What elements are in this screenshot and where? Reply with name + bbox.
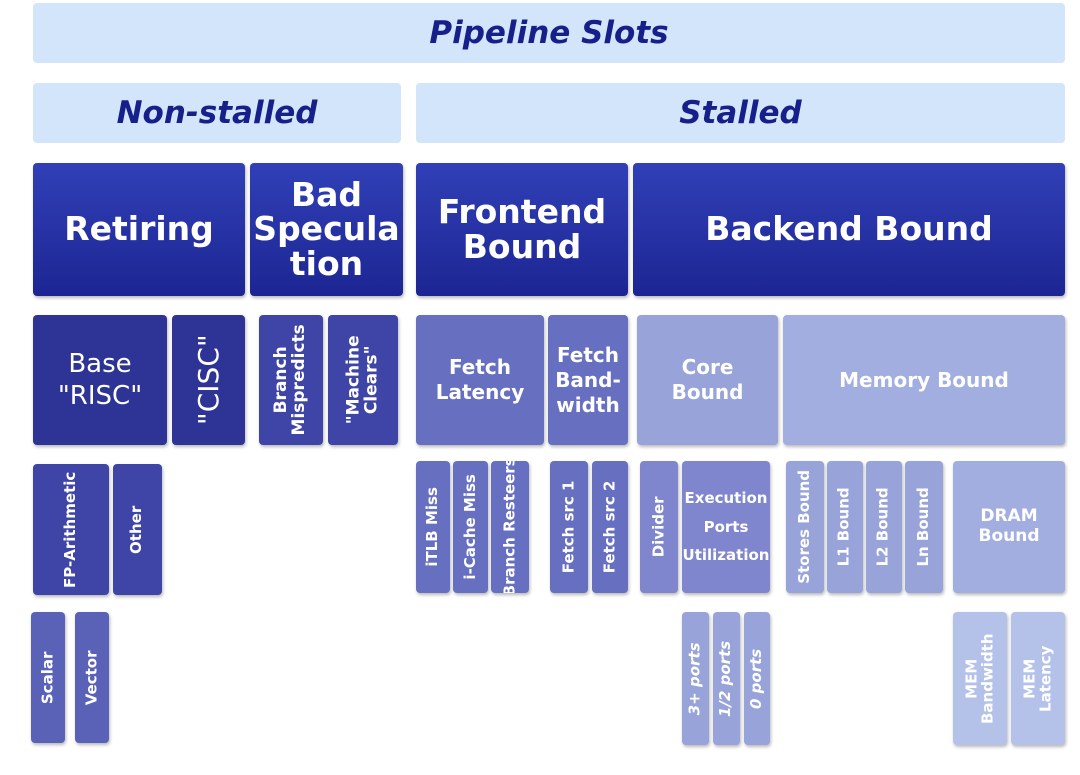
fetch-bandwidth-label: Fetch Band- width [555, 342, 621, 417]
fetch-latency-label: Fetch Latency [435, 355, 525, 404]
scalar-node: Scalar [31, 612, 65, 743]
core-bound-node: Core Bound [637, 315, 778, 445]
frontend-bound-label: Frontend Bound [437, 191, 607, 266]
other-node: Other [113, 464, 162, 595]
l1-bound-node: L1 Bound [827, 461, 863, 593]
fp-arithmetic-node: FP-Arithmetic [33, 464, 109, 595]
machine-clears-label: "Machine Clears" [343, 335, 382, 425]
fp-arithmetic-label: FP-Arithmetic [61, 471, 80, 588]
backend-bound-node: Backend Bound [633, 163, 1065, 296]
ln-bound-node: Ln Bound [905, 461, 943, 593]
mem-bandwidth-node: MEM Bandwidth [953, 612, 1007, 745]
stores-bound-label: Stores Bound [795, 470, 814, 584]
backend-bound-label: Backend Bound [705, 209, 993, 249]
fetch-src-1-label: Fetch src 1 [559, 480, 578, 574]
non-stalled-header: Non-stalled [33, 83, 401, 143]
stalled-header: Stalled [416, 83, 1065, 143]
ports-1-2-node: 1/2 ports [713, 612, 740, 745]
memory-bound-label: Memory Bound [839, 367, 1009, 392]
retiring-label: Retiring [64, 209, 214, 249]
scalar-label: Scalar [38, 651, 57, 704]
ports-3plus-label: 3+ ports [685, 642, 704, 715]
execution-ports-utilization-label: Execution Ports Utilization [682, 489, 770, 565]
branch-resteers-label: Branch Resteers [500, 461, 519, 593]
memory-bound-node: Memory Bound [783, 315, 1065, 445]
mem-latency-node: MEM Latency [1011, 612, 1065, 745]
itlb-miss-node: iTLB Miss [416, 461, 450, 593]
ports-0-node: 0 ports [744, 612, 770, 745]
icache-miss-label: i-Cache Miss [460, 474, 479, 580]
ln-bound-label: Ln Bound [914, 487, 933, 567]
branch-mispredicts-label: Branch Mispredicts [271, 324, 310, 436]
bad-speculation-node: Bad Specula tion [250, 163, 403, 296]
ports-1-2-label: 1/2 ports [716, 640, 735, 717]
vector-node: Vector [75, 612, 109, 743]
other-label: Other [127, 505, 146, 554]
branch-resteers-node: Branch Resteers [491, 461, 529, 593]
divider-label: Divider [649, 496, 668, 558]
pipeline-slots-label: Pipeline Slots [429, 15, 669, 51]
machine-clears-node: "Machine Clears" [328, 315, 398, 445]
ports-3plus-node: 3+ ports [682, 612, 709, 745]
stores-bound-node: Stores Bound [786, 461, 824, 593]
fetch-bandwidth-node: Fetch Band- width [548, 315, 628, 445]
l2-bound-node: L2 Bound [866, 461, 902, 593]
execution-ports-utilization-node: Execution Ports Utilization [682, 461, 770, 593]
base-risc-node: Base "RISC" [33, 315, 167, 445]
dram-bound-node: DRAM Bound [953, 461, 1065, 593]
itlb-miss-label: iTLB Miss [423, 487, 442, 567]
dram-bound-label: DRAM Bound [978, 506, 1040, 546]
stalled-label: Stalled [679, 95, 802, 131]
branch-mispredicts-node: Branch Mispredicts [259, 315, 323, 445]
core-bound-label: Core Bound [671, 355, 744, 404]
retiring-node: Retiring [33, 163, 245, 296]
icache-miss-node: i-Cache Miss [453, 461, 488, 593]
ports-0-label: 0 ports [747, 648, 766, 709]
mem-bandwidth-label: MEM Bandwidth [962, 633, 996, 724]
l2-bound-label: L2 Bound [874, 487, 893, 567]
vector-label: Vector [82, 650, 101, 705]
fetch-src-2-label: Fetch src 2 [600, 480, 619, 574]
l1-bound-label: L1 Bound [835, 487, 854, 567]
bad-speculation-label: Bad Specula tion [253, 174, 400, 283]
base-risc-label: Base "RISC" [57, 348, 143, 412]
cisc-node: "CISC" [172, 315, 245, 445]
non-stalled-label: Non-stalled [116, 95, 318, 131]
fetch-latency-node: Fetch Latency [416, 315, 544, 445]
fetch-src-2-node: Fetch src 2 [592, 461, 628, 593]
divider-node: Divider [640, 461, 678, 593]
pipeline-slots-header: Pipeline Slots [33, 3, 1065, 63]
fetch-src-1-node: Fetch src 1 [550, 461, 588, 593]
mem-latency-label: MEM Latency [1020, 645, 1054, 712]
frontend-bound-node: Frontend Bound [416, 163, 628, 296]
cisc-label: "CISC" [191, 334, 225, 426]
